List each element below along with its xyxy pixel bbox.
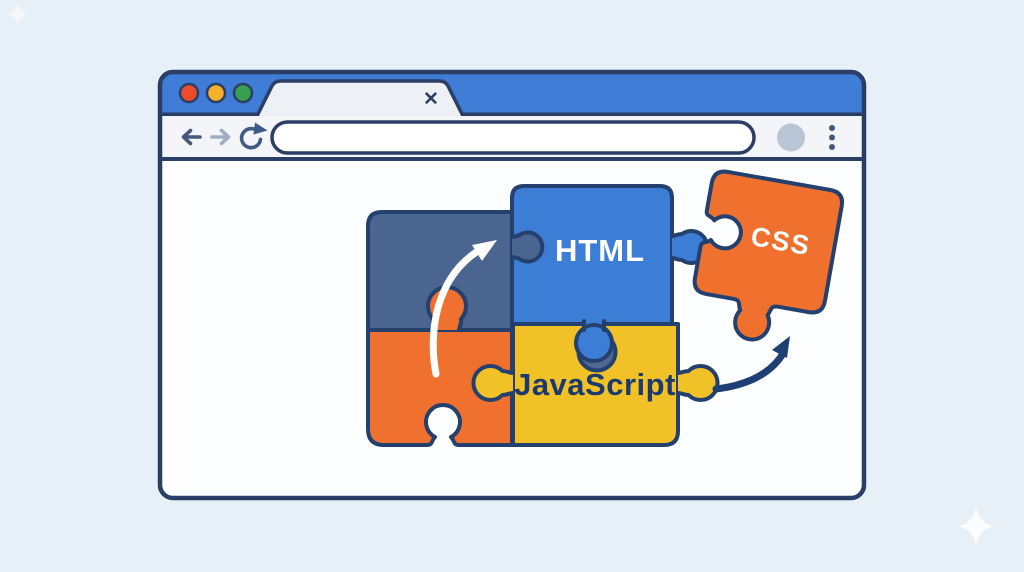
maximize-window-button[interactable] — [232, 82, 254, 104]
javascript-left-knob — [471, 364, 515, 402]
javascript-label: JavaScript — [514, 367, 676, 402]
sparkle-icon — [959, 507, 993, 545]
tab-knob — [574, 323, 614, 363]
puzzle-piece-css-group: CSS — [692, 169, 845, 342]
html-label: HTML — [555, 233, 645, 268]
white-arrow-head — [472, 240, 497, 261]
tab-close-icon[interactable]: ✕ — [423, 89, 439, 110]
reload-arc — [239, 126, 263, 150]
close-window-button[interactable] — [178, 82, 200, 104]
toolbar-divider — [160, 157, 864, 161]
puzzle-piece-css — [692, 169, 845, 342]
white-arrow — [429, 240, 497, 378]
browser-window: ✕ — [157, 69, 867, 501]
puzzle-piece-javascript — [511, 322, 680, 447]
url-bar[interactable] — [270, 120, 756, 155]
tab-neck-outline — [582, 319, 606, 332]
javascript-right-knob — [676, 364, 720, 402]
puzzle-illustration: CSS HTML JavaScript — [366, 169, 845, 447]
navy-knob — [510, 230, 545, 264]
avatar[interactable] — [777, 123, 805, 152]
white-arrow-curve — [429, 247, 482, 378]
browser-window-border — [157, 69, 867, 501]
traffic-lights — [178, 82, 254, 104]
minimize-window-button[interactable] — [205, 82, 227, 104]
reload-button[interactable] — [239, 122, 268, 150]
navy-arrow-curve — [712, 348, 788, 393]
menu-dots-icon[interactable] — [829, 125, 835, 150]
back-button[interactable] — [181, 128, 202, 146]
navy-arrow — [712, 336, 790, 393]
puzzle-piece-orange — [366, 328, 514, 447]
forward-button[interactable] — [210, 128, 231, 146]
browser-tab[interactable] — [254, 79, 466, 120]
html-bottom-tab — [574, 319, 618, 373]
sparkle-icon — [8, 3, 28, 25]
navy-arrow-head — [772, 336, 790, 358]
reload-arrowhead — [253, 122, 268, 135]
titlebar-divider — [160, 112, 864, 116]
